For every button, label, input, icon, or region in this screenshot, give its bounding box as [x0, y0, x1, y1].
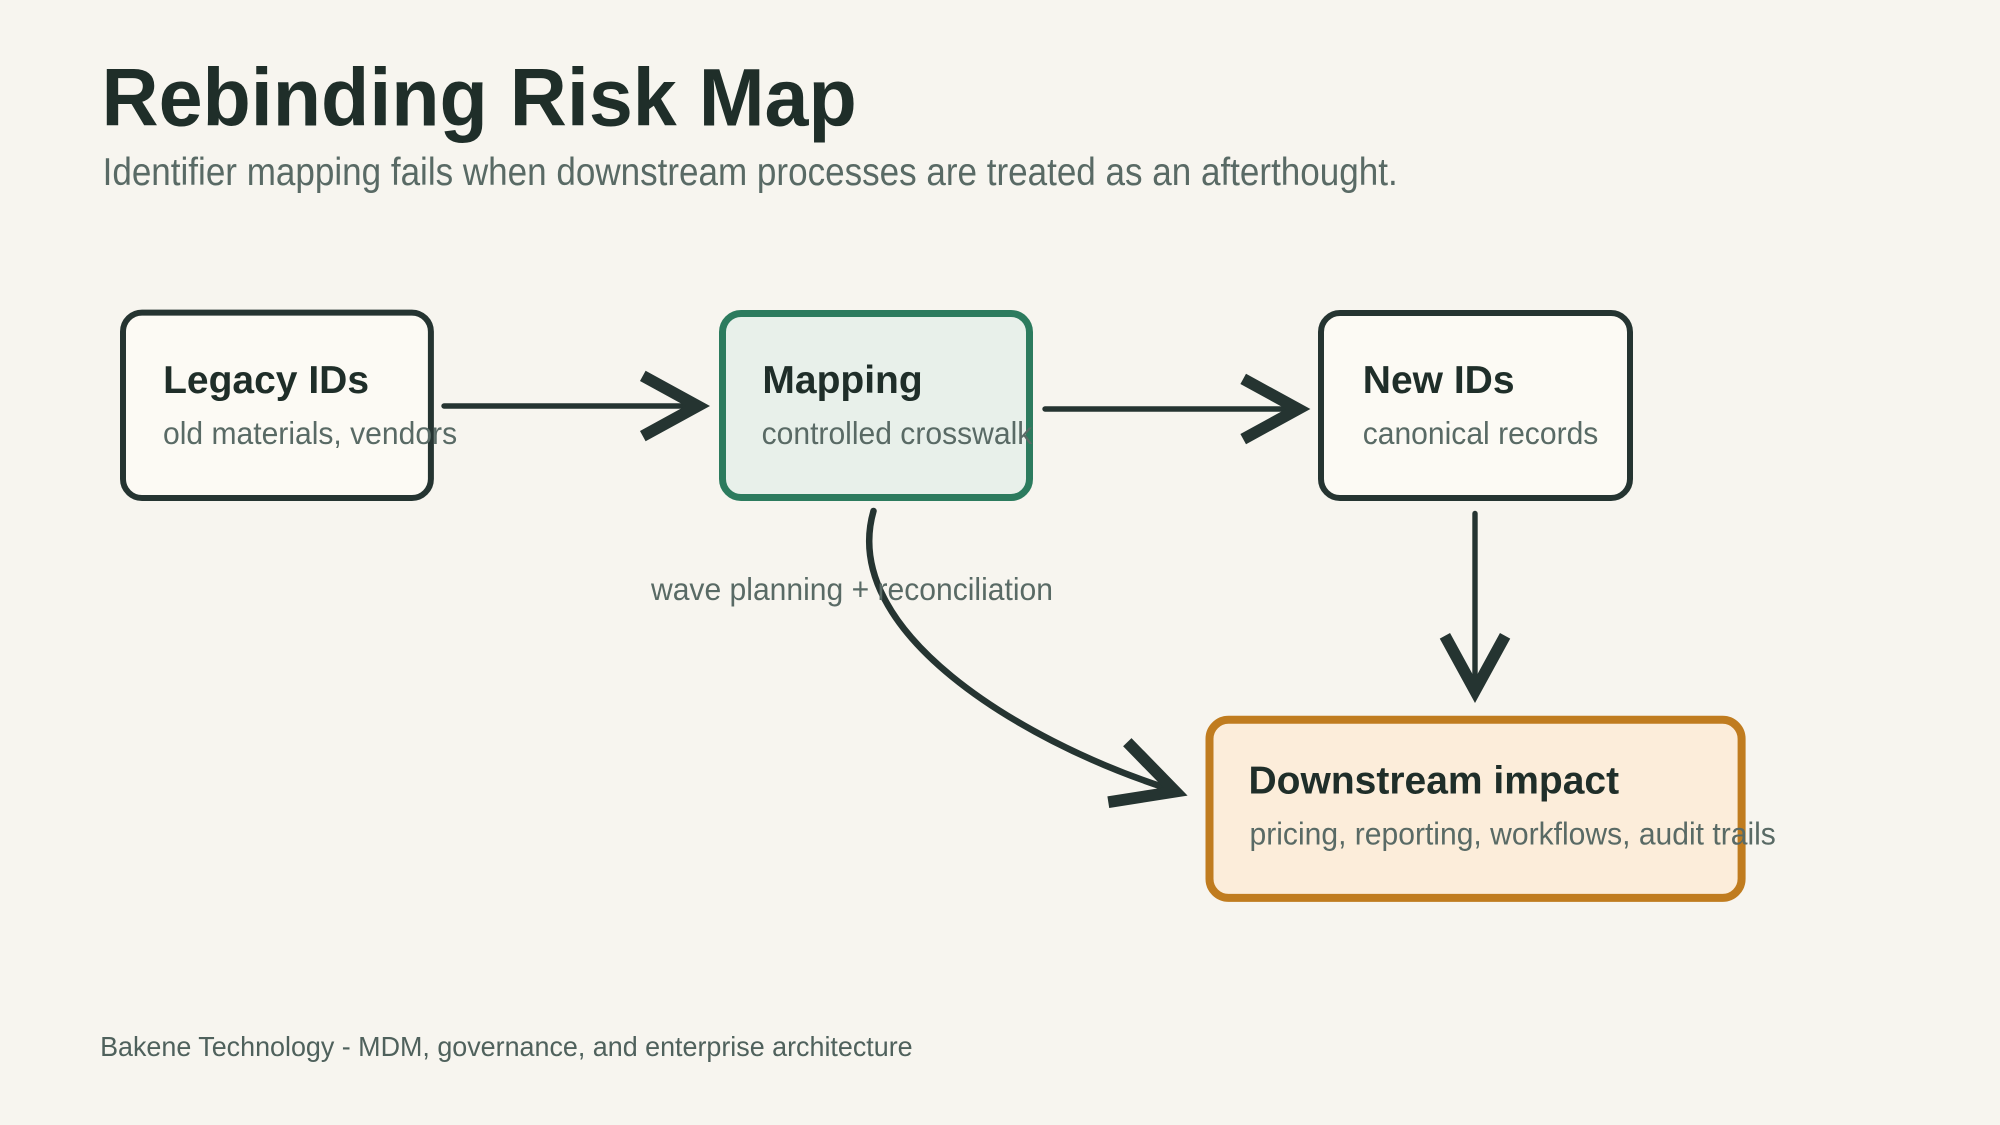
svg-text:pricing, reporting, workflows,: pricing, reporting, workflows, audit tra… [1250, 816, 1776, 852]
svg-text:Rebinding Risk Map: Rebinding Risk Map [102, 52, 857, 143]
svg-text:Legacy IDs: Legacy IDs [163, 359, 369, 402]
svg-text:controlled crosswalk: controlled crosswalk [762, 415, 1033, 451]
svg-text:wave planning + reconciliation: wave planning + reconciliation [650, 571, 1053, 607]
svg-text:Identifier mapping fails when: Identifier mapping fails when downstream… [103, 149, 1398, 193]
svg-text:canonical records: canonical records [1363, 415, 1599, 451]
svg-text:Downstream impact: Downstream impact [1249, 759, 1620, 802]
svg-text:Mapping: Mapping [762, 359, 922, 402]
svg-text:old materials, vendors: old materials, vendors [163, 415, 457, 451]
svg-text:Bakene Technology - MDM, gover: Bakene Technology - MDM, governance, and… [100, 1030, 913, 1062]
svg-text:New IDs: New IDs [1363, 359, 1515, 402]
